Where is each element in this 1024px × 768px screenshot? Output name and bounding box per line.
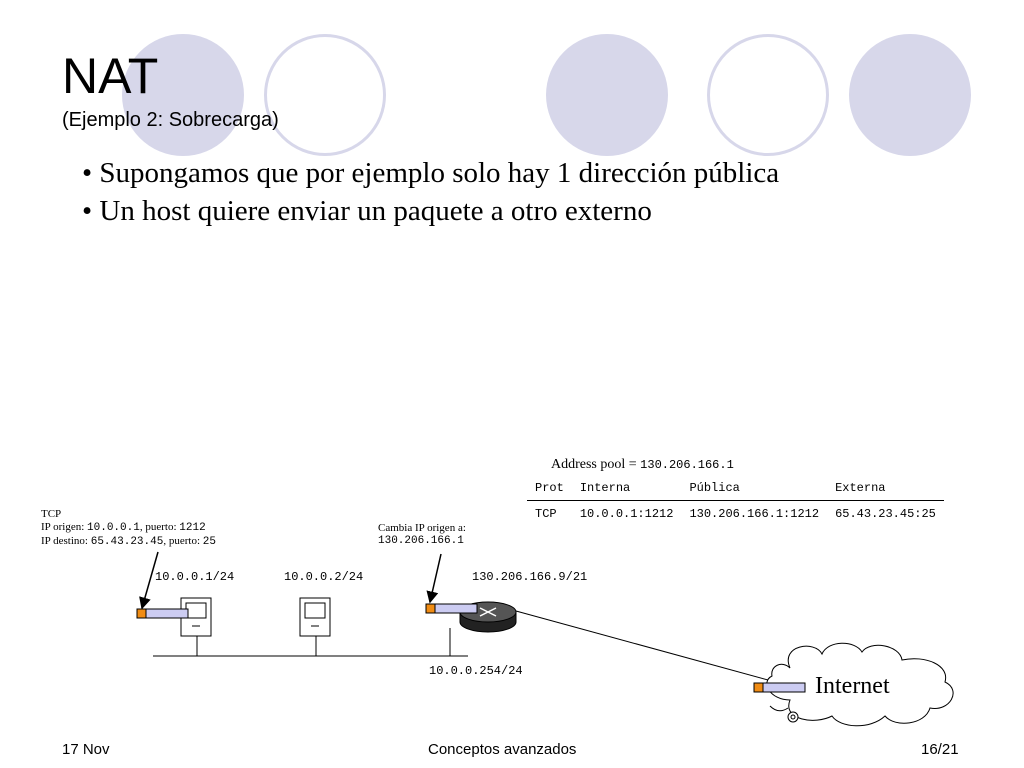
arrow-router-note xyxy=(426,553,442,604)
packet-info: TCP IP origen: 10.0.0.1, puerto: 1212 IP… xyxy=(41,508,216,549)
arrow-packet-info xyxy=(139,551,159,610)
host2-ip: 10.0.0.2/24 xyxy=(284,570,364,584)
footer-page-number: 16/21 xyxy=(921,741,959,758)
bullet-list: • Supongamos que por ejemplo solo hay 1 … xyxy=(82,154,779,230)
dst-port-label: , puerto: xyxy=(163,535,203,547)
slide-subtitle: (Ejemplo 2: Sobrecarga) xyxy=(62,109,279,131)
wan-link xyxy=(515,610,791,687)
router-note-line1: Cambia IP origen a: xyxy=(378,522,466,534)
col-publica: Pública xyxy=(681,481,828,501)
router-note: Cambia IP origen a: 130.206.166.1 xyxy=(378,522,466,548)
src-port-label: , puerto: xyxy=(139,521,180,533)
internet-label: Internet xyxy=(815,673,890,699)
src-label: IP origen: xyxy=(41,521,88,533)
col-interna: Interna xyxy=(571,481,682,501)
footer-topic: Conceptos avanzados xyxy=(428,741,577,758)
cell-publica: 130.206.166.1:1212 xyxy=(689,507,820,521)
src-ip: 10.0.0.1 xyxy=(87,522,140,534)
nat-table-header: Prot Interna Pública Externa xyxy=(527,481,944,501)
decor-circle xyxy=(122,34,244,156)
router-wan-ip: 130.206.166.9/21 xyxy=(472,570,588,584)
bullet-item: • Supongamos que por ejemplo solo hay 1 … xyxy=(82,157,780,189)
dst-ip: 65.43.23.45 xyxy=(90,536,164,548)
src-port: 1212 xyxy=(179,522,206,534)
decor-circle xyxy=(546,34,668,156)
packet-icon-internet xyxy=(753,682,806,693)
router-note-line2: 130.206.166.1 xyxy=(378,535,464,547)
dst-port: 25 xyxy=(202,536,216,548)
decor-circle xyxy=(849,34,971,156)
packet-icon-host1 xyxy=(136,608,189,619)
address-pool-label: Address pool = xyxy=(551,457,641,472)
packet-proto: TCP xyxy=(41,508,62,520)
col-prot: Prot xyxy=(527,481,572,501)
table-row: TCP 10.0.0.1:1212 130.206.166.1:1212 65.… xyxy=(527,501,944,521)
host2-computer-icon xyxy=(299,597,331,637)
cell-prot: TCP xyxy=(535,507,557,521)
footer-date: 17 Nov xyxy=(62,741,110,758)
decor-ring xyxy=(264,34,386,156)
host1-ip: 10.0.0.1/24 xyxy=(155,570,235,584)
dst-label: IP destino: xyxy=(41,535,91,547)
col-externa: Externa xyxy=(827,481,944,501)
internet-cloud xyxy=(766,642,954,727)
address-pool-value: 130.206.166.1 xyxy=(640,458,734,472)
nat-table: Prot Interna Pública Externa TCP 10.0.0.… xyxy=(527,481,944,521)
packet-icon-router xyxy=(425,603,478,614)
address-pool: Address pool = 130.206.166.1 xyxy=(551,457,734,473)
cell-externa: 65.43.23.45:25 xyxy=(835,507,936,521)
slide-title: NAT xyxy=(62,48,159,104)
cell-interna: 10.0.0.1:1212 xyxy=(579,507,674,521)
router-lan-ip: 10.0.0.254/24 xyxy=(429,664,523,678)
bullet-item: • Un host quiere enviar un paquete a otr… xyxy=(82,195,652,227)
decor-ring xyxy=(707,34,829,156)
